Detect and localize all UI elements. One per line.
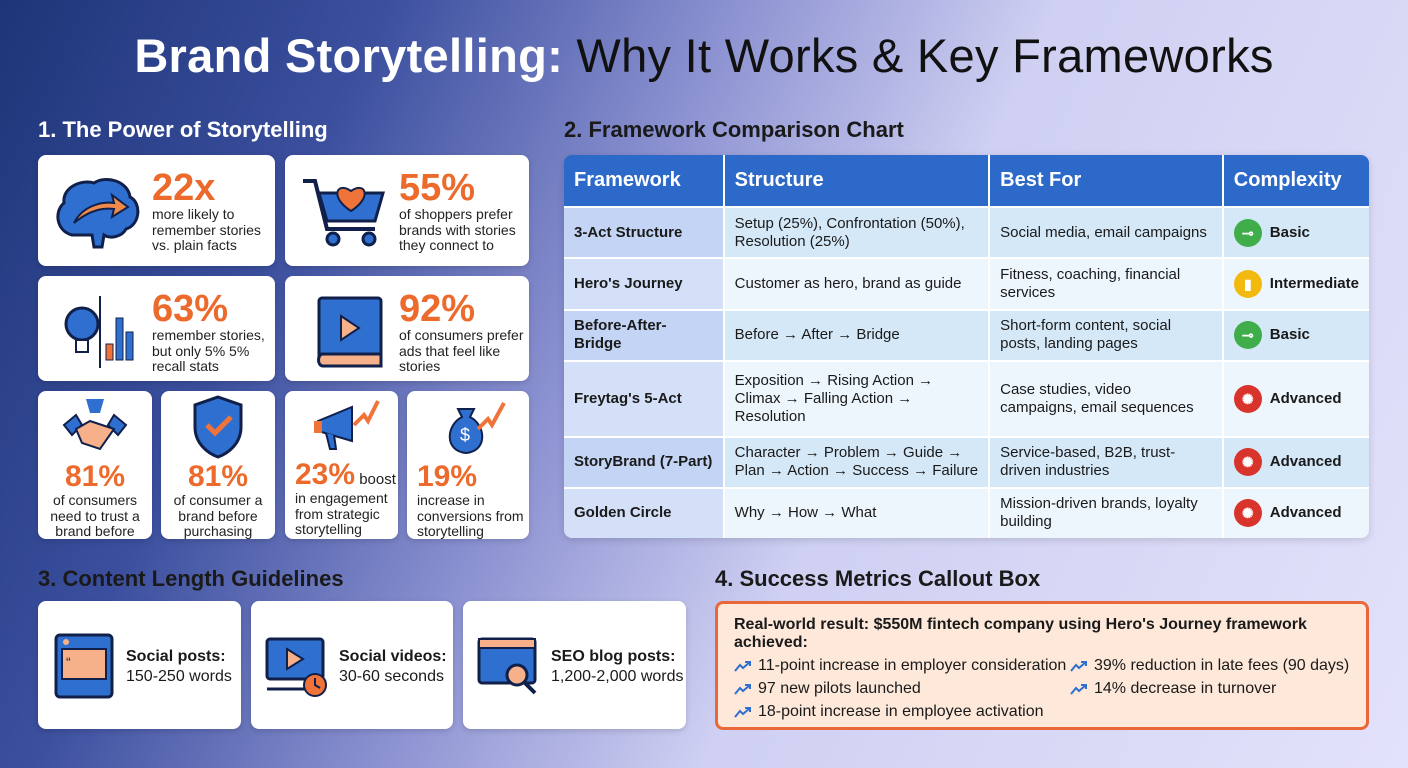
trend-up-icon <box>734 661 751 672</box>
complexity-cell: ⊸Basic <box>1222 205 1369 259</box>
structure-cell: Setup (25%), Confrontation (50%), Resolu… <box>723 205 991 259</box>
table-row: Before-After-Bridge Before → After → Bri… <box>564 308 1369 361</box>
structure-cell: Before → After → Bridge <box>723 308 991 361</box>
structure-cell: Customer as hero, brand as guide <box>723 257 991 310</box>
section-heading-comparison: 2. Framework Comparison Chart <box>564 117 904 142</box>
framework-comparison-table: Framework Structure Best For Complexity … <box>564 155 1369 538</box>
best-for-cell: Service-based, B2B, trust-driven industr… <box>989 435 1224 488</box>
complexity-basic-icon: ⊸ <box>1233 218 1262 247</box>
metric-item: 97 new pilots launched <box>734 680 1070 698</box>
column-header: Best For <box>989 155 1224 207</box>
stat-card: 81%of consumer a brand before purchasing <box>161 391 275 539</box>
complexity-cell: ✺Advanced <box>1222 359 1369 437</box>
cart-heart-icon <box>303 179 385 247</box>
section-heading-length: 3. Content Length Guidelines <box>38 566 344 591</box>
shield-check-icon <box>193 395 243 459</box>
handshake-icon <box>62 399 128 451</box>
framework-cell: 3-Act Structure <box>564 205 725 259</box>
stat-card: 55%of shoppers prefer brands with storie… <box>285 155 529 266</box>
content-length-card: SEO blog posts:1,200-2,000 words <box>463 601 686 729</box>
column-header: Framework <box>564 155 725 207</box>
best-for-cell: Social media, email campaigns <box>989 205 1224 259</box>
social-post-icon: “ <box>54 633 114 699</box>
stat-card: 92%of consumers prefer ads that feel lik… <box>285 276 529 381</box>
metric-item: 18-point increase in employee activation <box>734 703 1070 721</box>
complexity-intermediate-icon: ▮ <box>1233 269 1262 298</box>
trend-up-icon <box>1070 684 1087 695</box>
complexity-cell: ⊸Basic <box>1222 308 1369 361</box>
complexity-advanced-icon: ✺ <box>1233 384 1262 413</box>
stat-card: 81%of consumers need to trust a brand be… <box>38 391 152 539</box>
svg-text:“: “ <box>66 654 71 670</box>
table-row: Freytag's 5-Act Exposition → Rising Acti… <box>564 359 1369 437</box>
metric-item: 14% decrease in turnover <box>1070 680 1370 698</box>
complexity-advanced-icon: ✺ <box>1233 499 1262 528</box>
metric-item: 11-point increase in employer considerat… <box>734 657 1070 675</box>
table-row: Hero's Journey Customer as hero, brand a… <box>564 257 1369 310</box>
money-bag-growth-icon: $ <box>448 402 506 455</box>
stat-card: $ 19%increase in conversions from storyt… <box>407 391 529 539</box>
lightbulb-chart-icon <box>64 296 134 368</box>
best-for-cell: Short-form content, social posts, landin… <box>989 308 1224 361</box>
section-heading-power: 1. The Power of Storytelling <box>38 117 328 142</box>
success-metrics-callout: Real-world result: $550M fintech company… <box>715 601 1369 730</box>
content-length-card: “ Social posts:150-250 words <box>38 601 241 729</box>
complexity-basic-icon: ⊸ <box>1233 321 1262 350</box>
content-length-card: Social videos:30-60 seconds <box>251 601 453 729</box>
stat-card: 63%remember stories, but only 5% 5% reca… <box>38 276 275 381</box>
browser-search-icon <box>477 637 537 695</box>
metric-item: 39% reduction in late fees (90 days) <box>1070 657 1370 675</box>
video-clock-icon <box>265 637 327 697</box>
best-for-cell: Fitness, coaching, financial services <box>989 257 1224 310</box>
best-for-cell: Case studies, video campaigns, email seq… <box>989 359 1224 437</box>
structure-cell: Character → Problem → Guide → Plan → Act… <box>723 435 991 488</box>
megaphone-growth-icon <box>313 400 380 450</box>
table-row: StoryBrand (7-Part) Character → Problem … <box>564 435 1369 488</box>
framework-cell: Golden Circle <box>564 486 725 538</box>
page-title: Brand Storytelling: Why It Works & Key F… <box>134 29 1274 82</box>
complexity-cell: ▮Intermediate <box>1222 257 1369 310</box>
trend-up-icon <box>734 684 751 695</box>
table-row: Golden Circle Why → How → What Mission-d… <box>564 486 1369 538</box>
trend-up-icon <box>1070 661 1087 672</box>
column-header: Structure <box>723 155 991 207</box>
complexity-cell: ✺Advanced <box>1222 435 1369 488</box>
framework-cell: StoryBrand (7-Part) <box>564 435 725 488</box>
structure-cell: Exposition → Rising Action → Climax → Fa… <box>723 359 991 437</box>
brain-arrow-icon <box>56 178 140 249</box>
best-for-cell: Mission-driven brands, loyalty building <box>989 486 1224 538</box>
framework-cell: Before-After-Bridge <box>564 308 725 361</box>
table-row: 3-Act Structure Setup (25%), Confrontati… <box>564 205 1369 259</box>
column-header: Complexity <box>1222 155 1369 207</box>
trend-up-icon <box>734 707 751 718</box>
framework-cell: Freytag's 5-Act <box>564 359 725 437</box>
complexity-cell: ✺Advanced <box>1222 486 1369 538</box>
section-heading-metrics: 4. Success Metrics Callout Box <box>715 566 1041 591</box>
svg-text:$: $ <box>460 425 470 445</box>
structure-cell: Why → How → What <box>723 486 991 538</box>
video-book-icon <box>317 296 383 368</box>
complexity-advanced-icon: ✺ <box>1233 448 1262 477</box>
framework-cell: Hero's Journey <box>564 257 725 310</box>
